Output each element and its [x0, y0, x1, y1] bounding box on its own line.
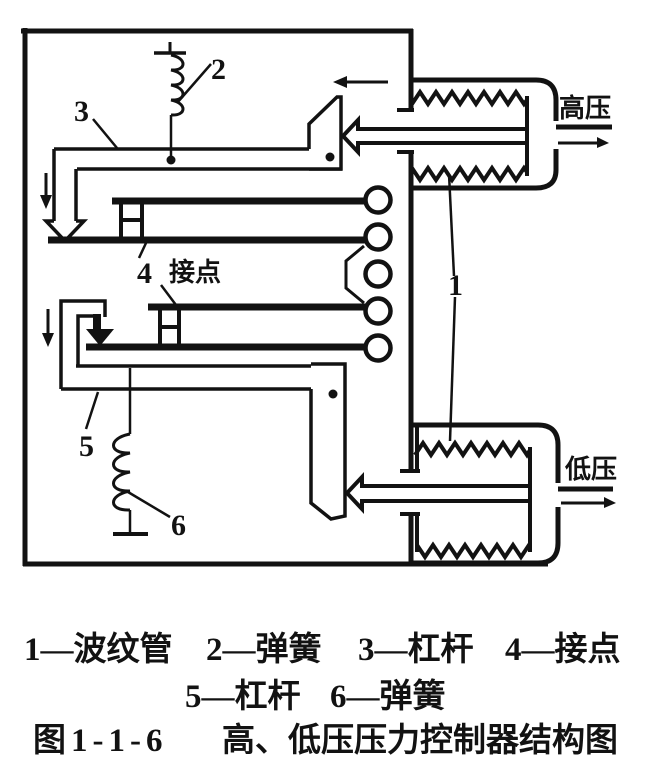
leader-lines: [84, 63, 457, 519]
terminal-circle: [363, 259, 393, 289]
legend-item-3: 3—杠杆: [358, 631, 474, 668]
label-part-5: 5: [79, 430, 94, 463]
terminal-circle: [363, 185, 393, 215]
hp-flow-arrow-icon: [597, 137, 609, 148]
hp-bellows-bottom-zigzag: [410, 164, 529, 184]
spring-6: [112, 368, 148, 536]
upper-lever: [41, 95, 343, 244]
lower-lever-wedge: [309, 362, 347, 521]
label-part-4: 4: [137, 257, 152, 290]
legend-item-6: 6—弹簧: [330, 677, 446, 715]
terminal-jumper-wire: [344, 244, 365, 305]
hp-bellows-top-zigzag: [410, 88, 529, 108]
hp-frame-bottom: [409, 149, 559, 191]
lp-frame-bottom: [411, 507, 561, 566]
left-motion-arrow-icon: [333, 76, 347, 88]
figure-number: 图1-1-6: [33, 723, 167, 759]
lp-bellows-bottom-zigzag: [415, 540, 532, 561]
upper-down-arrow-icon: [40, 195, 52, 209]
label-part-3: 3: [74, 95, 89, 128]
part-labels: 1 2 3 4 接点 5 6: [74, 53, 463, 542]
contact-block-upper: [119, 204, 144, 237]
figure-title: 高、低压压力控制器结构图: [222, 722, 618, 759]
caption: 1—波纹管 2—弹簧 3—杠杆 4—接点 5—杠杆 6—弹簧 图1-1-6 高、…: [24, 630, 621, 759]
spring-2: [154, 42, 186, 165]
outer-case: [21, 28, 548, 567]
lp-flow-arrow-icon: [604, 497, 616, 508]
lp-frame-top: [411, 422, 561, 483]
lower-down-arrow-icon: [42, 333, 54, 347]
lower-lever: [59, 299, 347, 521]
terminal-circle: [363, 296, 393, 326]
upper-lever-wedge: [307, 95, 343, 171]
terminal-circle: [363, 333, 393, 363]
hp-frame-top: [409, 77, 559, 121]
motion-arrows: [40, 76, 388, 347]
contact-block-lower: [158, 310, 181, 344]
label-part-6: 6: [171, 509, 186, 542]
legend-item-1: 1—波纹管: [24, 631, 173, 668]
label-part-1: 1: [448, 269, 463, 302]
lp-piston-arrow: [344, 471, 532, 515]
lp-bellows-top-zigzag: [413, 439, 532, 459]
contact-assembly: [48, 185, 393, 363]
high-pressure-unit: 高压: [340, 77, 612, 191]
lower-lever-inner-hook: [76, 314, 96, 366]
hp-piston-arrow: [340, 114, 529, 158]
spring-2-attachment-dot: [166, 155, 176, 165]
spring-2-coil: [170, 53, 185, 117]
legend-item-5: 5—杠杆: [185, 678, 301, 715]
label-contact: 接点: [169, 257, 221, 287]
lower-lever-outer-hook: [59, 299, 107, 389]
upper-pivot-dot: [325, 152, 335, 162]
label-part-2: 2: [211, 53, 226, 86]
legend-item-4: 4—接点: [505, 631, 621, 668]
low-pressure-unit: 低压: [344, 422, 617, 566]
high-pressure-label: 高压: [559, 93, 611, 123]
lower-pivot-dot: [328, 389, 338, 399]
spring-6-coil: [112, 432, 131, 512]
low-pressure-label: 低压: [564, 455, 617, 484]
terminal-circle: [363, 222, 393, 252]
lower-solid-arrow-icon: [86, 329, 114, 346]
legend-item-2: 2—弹簧: [206, 630, 322, 668]
